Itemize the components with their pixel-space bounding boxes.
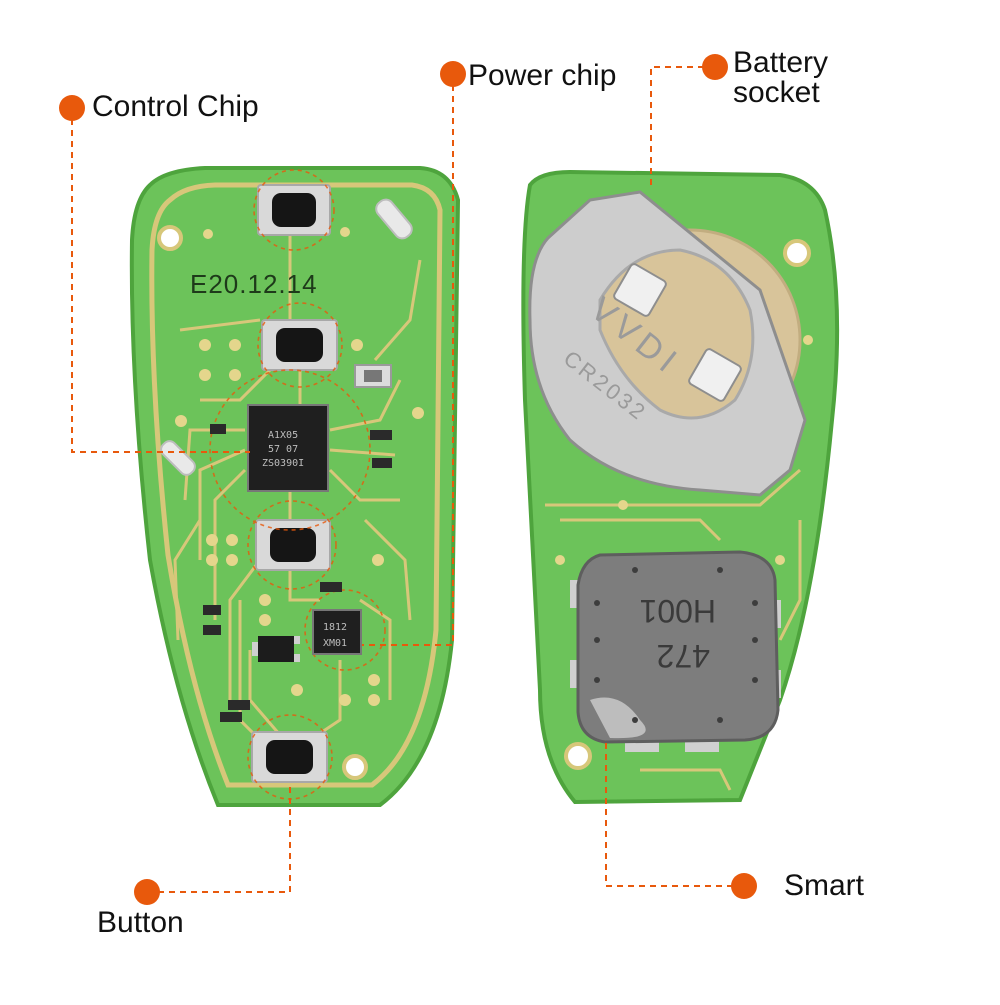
power-chip-text-2: XM01	[323, 638, 347, 649]
pcb-front-highlights	[209, 169, 386, 800]
pcb-front: A1X05 57 07 ZS0390I 1812 XM01 E20.12.14	[129, 166, 461, 807]
leader-battery-socket	[650, 66, 715, 185]
callout-control-chip: Control Chip	[92, 90, 259, 123]
pcb-front-smd-parts	[203, 364, 392, 722]
leader-smart	[605, 742, 744, 887]
callout-dot-battery-socket	[702, 54, 728, 80]
control-chip-text-1: A1X05	[268, 430, 298, 441]
control-chip-text-2: 57 07	[268, 444, 298, 455]
leader-power-chip	[362, 74, 454, 646]
pcb-front-edge-trace	[149, 182, 443, 788]
callout-button: Button	[97, 906, 184, 939]
pcb-back-traces	[545, 468, 802, 791]
control-chip: A1X05 57 07 ZS0390I	[247, 404, 329, 492]
pcb-front-crystal	[160, 198, 413, 476]
power-chip-text-1: 1812	[323, 622, 347, 633]
callout-dot-button	[134, 879, 160, 905]
leader-control-chip	[71, 108, 250, 453]
callout-leaders	[71, 66, 744, 893]
callout-battery-socket: Battery socket	[733, 46, 829, 109]
callout-smart: Smart	[784, 869, 865, 902]
smart-module-text-2: 472	[657, 638, 710, 674]
callout-dot-control-chip	[59, 95, 85, 121]
smart-module-text-1: H001	[640, 593, 717, 629]
pcb-back-holes	[564, 239, 811, 770]
tact-button-3	[255, 519, 331, 571]
pcb-date-code: E20.12.14	[190, 269, 318, 299]
tact-button-1	[257, 184, 331, 236]
smart-module: H001 472	[570, 550, 781, 752]
callout-dot-power-chip	[440, 61, 466, 87]
pcb-back: VVDI CR2032 H001 472	[521, 169, 840, 805]
battery-holder: VVDI CR2032	[528, 190, 807, 497]
pcb-front-holes	[157, 225, 368, 780]
leader-button	[147, 782, 291, 893]
control-chip-text-3: ZS0390I	[262, 458, 304, 469]
tact-button-2	[261, 319, 338, 371]
callout-dot-smart	[731, 873, 757, 899]
tact-button-4	[251, 731, 328, 783]
power-chip: 1812 XM01	[312, 609, 362, 655]
pcb-front-buttons	[251, 184, 338, 783]
pcb-front-vias	[175, 227, 424, 706]
callout-power-chip: Power chip	[468, 59, 617, 92]
